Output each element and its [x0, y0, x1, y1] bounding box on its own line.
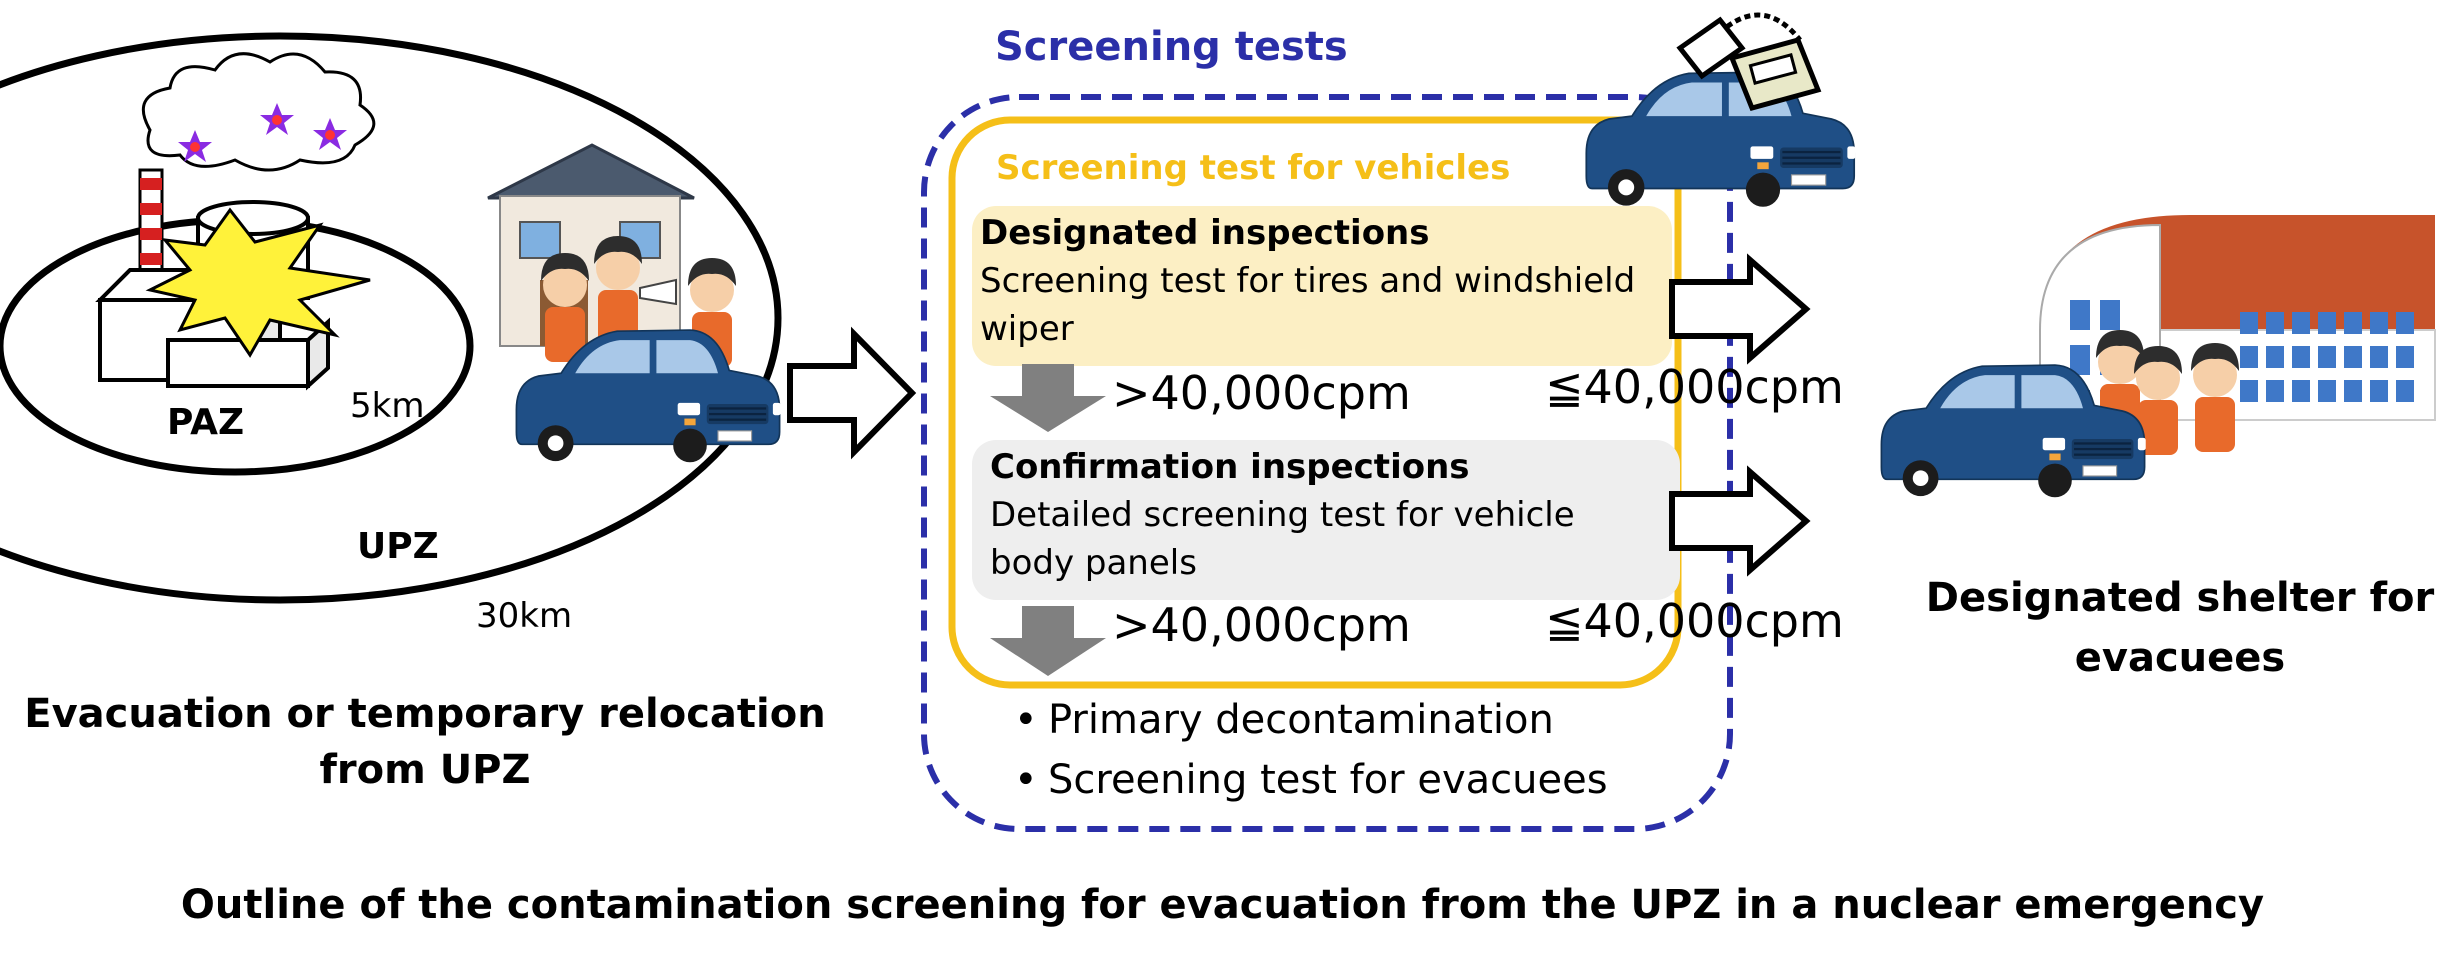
- paz-radius-label: 5km: [350, 386, 425, 426]
- upz-label: UPZ: [357, 526, 439, 567]
- evacuation-caption: Evacuation or temporary relocation from …: [20, 686, 830, 798]
- vehicle-screening-box: [948, 116, 1682, 689]
- designated-inspections-line2: wiper: [980, 309, 1074, 349]
- explosion-icon: [145, 207, 371, 358]
- designated-inspections-panel: [972, 206, 1672, 366]
- designated-inspections-line1: Screening test for tires and windshield: [980, 261, 1636, 301]
- evacuee-actions-list: Primary decontamination Screening test f…: [1010, 690, 1608, 810]
- pass-arrow-1: [1669, 253, 1811, 365]
- evacuation-caption-line2: from UPZ: [319, 747, 531, 793]
- shelter-caption-line2: evacuees: [2074, 635, 2286, 681]
- figure-caption: Outline of the contamination screening f…: [180, 882, 2265, 928]
- down-arrow-2: [990, 606, 1106, 676]
- threshold-above-1: >40,000cpm: [1112, 366, 1411, 420]
- vehicle-screening-title: Screening test for vehicles: [996, 148, 1511, 188]
- evacuation-caption-line1: Evacuation or temporary relocation: [24, 691, 826, 737]
- flow-arrow-right: [787, 326, 917, 460]
- upz-zone-ring: [0, 32, 782, 604]
- screening-tests-box: [921, 94, 1733, 832]
- threshold-below-2: ≦40,000cpm: [1545, 594, 1844, 648]
- threshold-below-1: ≦40,000cpm: [1545, 360, 1844, 414]
- confirmation-inspections-line1: Detailed screening test for vehicle: [990, 495, 1575, 535]
- designated-inspections-title: Designated inspections: [980, 213, 1430, 253]
- bullet-screening-evacuees: Screening test for evacuees: [1010, 750, 1608, 810]
- designated-inspections-text: Designated inspections Screening test fo…: [980, 210, 1670, 352]
- screening-tests-title: Screening tests: [995, 24, 1348, 70]
- confirmation-inspections-title: Confirmation inspections: [990, 447, 1470, 487]
- survey-meter-icon: [1676, 12, 1822, 111]
- pass-arrow-2: [1669, 465, 1811, 577]
- shelter-caption-line1: Designated shelter for: [1925, 575, 2435, 621]
- shelter-caption: Designated shelter for evacuees: [1920, 568, 2440, 688]
- house-icon: [487, 143, 695, 347]
- down-arrow-1: [990, 364, 1106, 432]
- radiation-cloud-icon: [141, 52, 376, 172]
- confirmation-inspections-panel: [972, 440, 1680, 600]
- evacuee-people-icon: [541, 236, 736, 367]
- upz-radius-label: 30km: [476, 596, 573, 636]
- confirmation-inspections-text: Confirmation inspections Detailed screen…: [990, 444, 1680, 586]
- bullet-primary-decontamination: Primary decontamination: [1010, 690, 1608, 750]
- confirmation-inspections-line2: body panels: [990, 543, 1197, 583]
- paz-label: PAZ: [167, 402, 245, 443]
- shelter-building-icon: [2039, 215, 2436, 421]
- threshold-above-2: >40,000cpm: [1112, 598, 1411, 652]
